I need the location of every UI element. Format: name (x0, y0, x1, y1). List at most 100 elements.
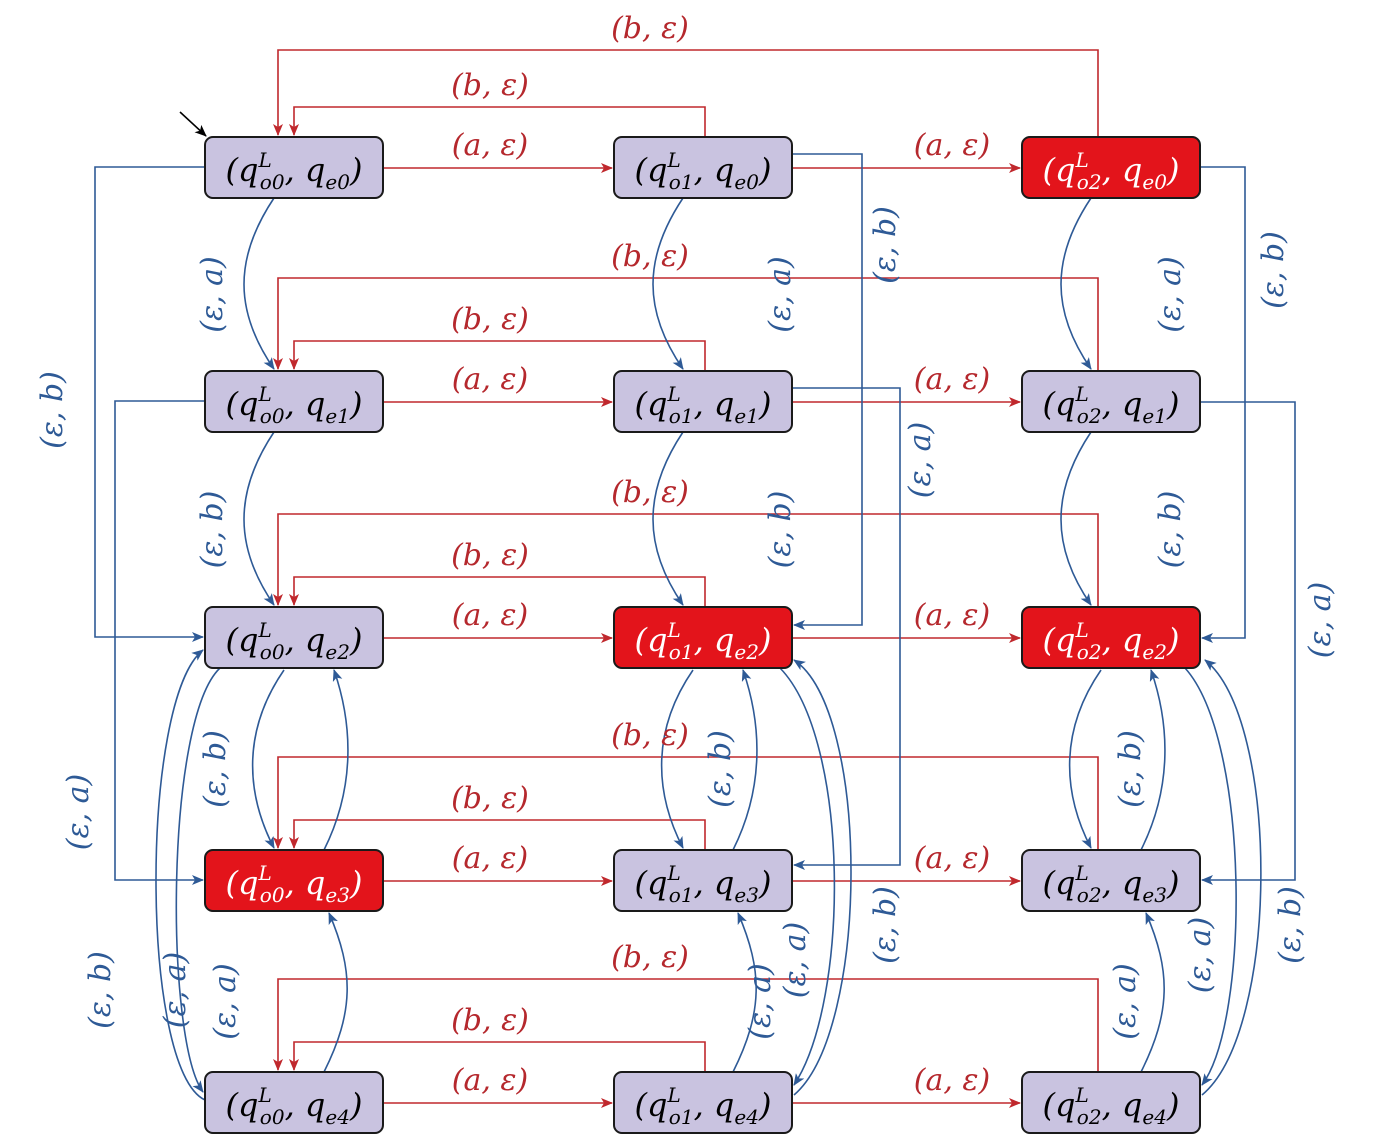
edge-down-c1-e0 (652, 197, 684, 370)
state-box (613, 1071, 793, 1134)
edge-down-c0-e0 (243, 197, 275, 370)
label-up-c0-e3: (ε, b) (198, 730, 233, 808)
initial-arrow (179, 111, 207, 137)
edge-b-eps-o2-o0-e3 (273, 756, 1099, 850)
state-box (204, 606, 384, 669)
label-side-c0-e1-e3: (ε, a) (61, 774, 96, 850)
label-down-c0-e1: (ε, b) (195, 491, 230, 569)
label-up-c0-e4: (ε, a) (208, 963, 243, 1039)
label-side-c2-e0-e2: (ε, b) (1256, 231, 1291, 309)
edge-b-eps-o1-o0-e3 (289, 819, 706, 850)
label-a-eps-o1-o2-e1: (a, ε) (914, 362, 990, 397)
state-box (1021, 1071, 1201, 1134)
label-b-eps-o2-o0-e4: (b, ε) (611, 940, 689, 975)
label-side-c1-e4-e2: (ε, b) (868, 886, 903, 964)
label-b-eps-o2-o0-e1: (b, ε) (611, 239, 689, 274)
edge-side-c1-e0-e2 (792, 153, 863, 630)
edge-side-c0-e2-e4 (175, 667, 221, 1093)
label-side-c1-e1-e3: (ε, a) (903, 422, 938, 498)
edges (94, 49, 1296, 1108)
label-down-c0-e0: (ε, a) (195, 256, 230, 332)
edge-up-c0-e3 (323, 669, 349, 851)
label-side-c2-e1-e3: (ε, a) (1303, 582, 1338, 658)
edge-b-eps-o1-o0-e1 (289, 340, 706, 371)
edge-down-c0-e1 (243, 431, 275, 606)
label-a-eps-o0-o1-e1: (a, ε) (452, 362, 528, 397)
label-up-c1-e4: (ε, a) (743, 963, 778, 1039)
label-b-eps-o1-o0-e4: (b, ε) (451, 1003, 529, 1038)
edge-side-c2-e4-e2 (1201, 659, 1262, 1096)
edge-down-c2-e0 (1060, 197, 1092, 370)
state-box (204, 1071, 384, 1134)
label-b-eps-o1-o0-e1: (b, ε) (451, 302, 529, 337)
edge-b-eps-o2-o0-e2 (273, 513, 1099, 607)
label-down-c1-e1: (ε, b) (763, 491, 798, 569)
edge-down-c2-e1 (1060, 431, 1092, 606)
state-box (613, 849, 793, 912)
label-a-eps-o1-o2-e3: (a, ε) (914, 841, 990, 876)
edge-side-c0-e4-e2 (155, 649, 206, 1101)
state-box (204, 136, 384, 199)
label-side-c1-e2-e4: (ε, a) (778, 922, 813, 998)
label-b-eps-o1-o0-e0: (b, ε) (451, 68, 529, 103)
label-up-c2-e3: (ε, b) (1113, 730, 1148, 808)
label-side-c1-e0-e2: (ε, b) (868, 206, 903, 284)
edge-b-eps-o2-o0-e4 (273, 978, 1099, 1072)
edge-up-c2-e3 (1140, 669, 1166, 851)
edge-side-c2-e1-e3 (1200, 401, 1296, 885)
edge-b-eps-o1-o0-e4 (289, 1041, 706, 1072)
label-b-eps-o2-o0-e0: (b, ε) (611, 11, 689, 46)
label-a-eps-o0-o1-e0: (a, ε) (452, 128, 528, 163)
state-box (1021, 136, 1201, 199)
label-side-c2-e2-e4: (ε, a) (1183, 917, 1218, 993)
edge-side-c1-e2-e4 (779, 667, 836, 1086)
edge-b-eps-o2-o0-e0 (273, 49, 1099, 137)
label-a-eps-o0-o1-e2: (a, ε) (452, 598, 528, 633)
label-a-eps-o1-o2-e0: (a, ε) (914, 128, 990, 163)
label-down-c2-e1: (ε, b) (1153, 491, 1188, 569)
state-box (204, 849, 384, 912)
edge-up-c2-e4 (1140, 912, 1165, 1073)
label-side-c0-e0-e2: (ε, b) (35, 371, 70, 449)
edge-up-c1-e4 (732, 912, 757, 1073)
label-up-c1-e3: (ε, b) (703, 730, 738, 808)
edge-down-c0-e2 (251, 669, 285, 849)
edge-side-c1-e4-e2 (793, 659, 852, 1096)
label-b-eps-o1-o0-e2: (b, ε) (451, 538, 529, 573)
label-b-eps-o2-o0-e2: (b, ε) (611, 475, 689, 510)
state-box (613, 136, 793, 199)
edge-side-c2-e2-e4 (1184, 667, 1237, 1086)
state-box (613, 606, 793, 669)
label-down-c1-e0: (ε, a) (763, 256, 798, 332)
edge-down-c1-e1 (652, 431, 684, 606)
state-box (1021, 606, 1201, 669)
label-b-eps-o2-o0-e3: (b, ε) (611, 718, 689, 753)
label-side-c0-e2-e4: (ε, a) (158, 952, 193, 1028)
edge-b-eps-o1-o0-e2 (289, 576, 706, 607)
